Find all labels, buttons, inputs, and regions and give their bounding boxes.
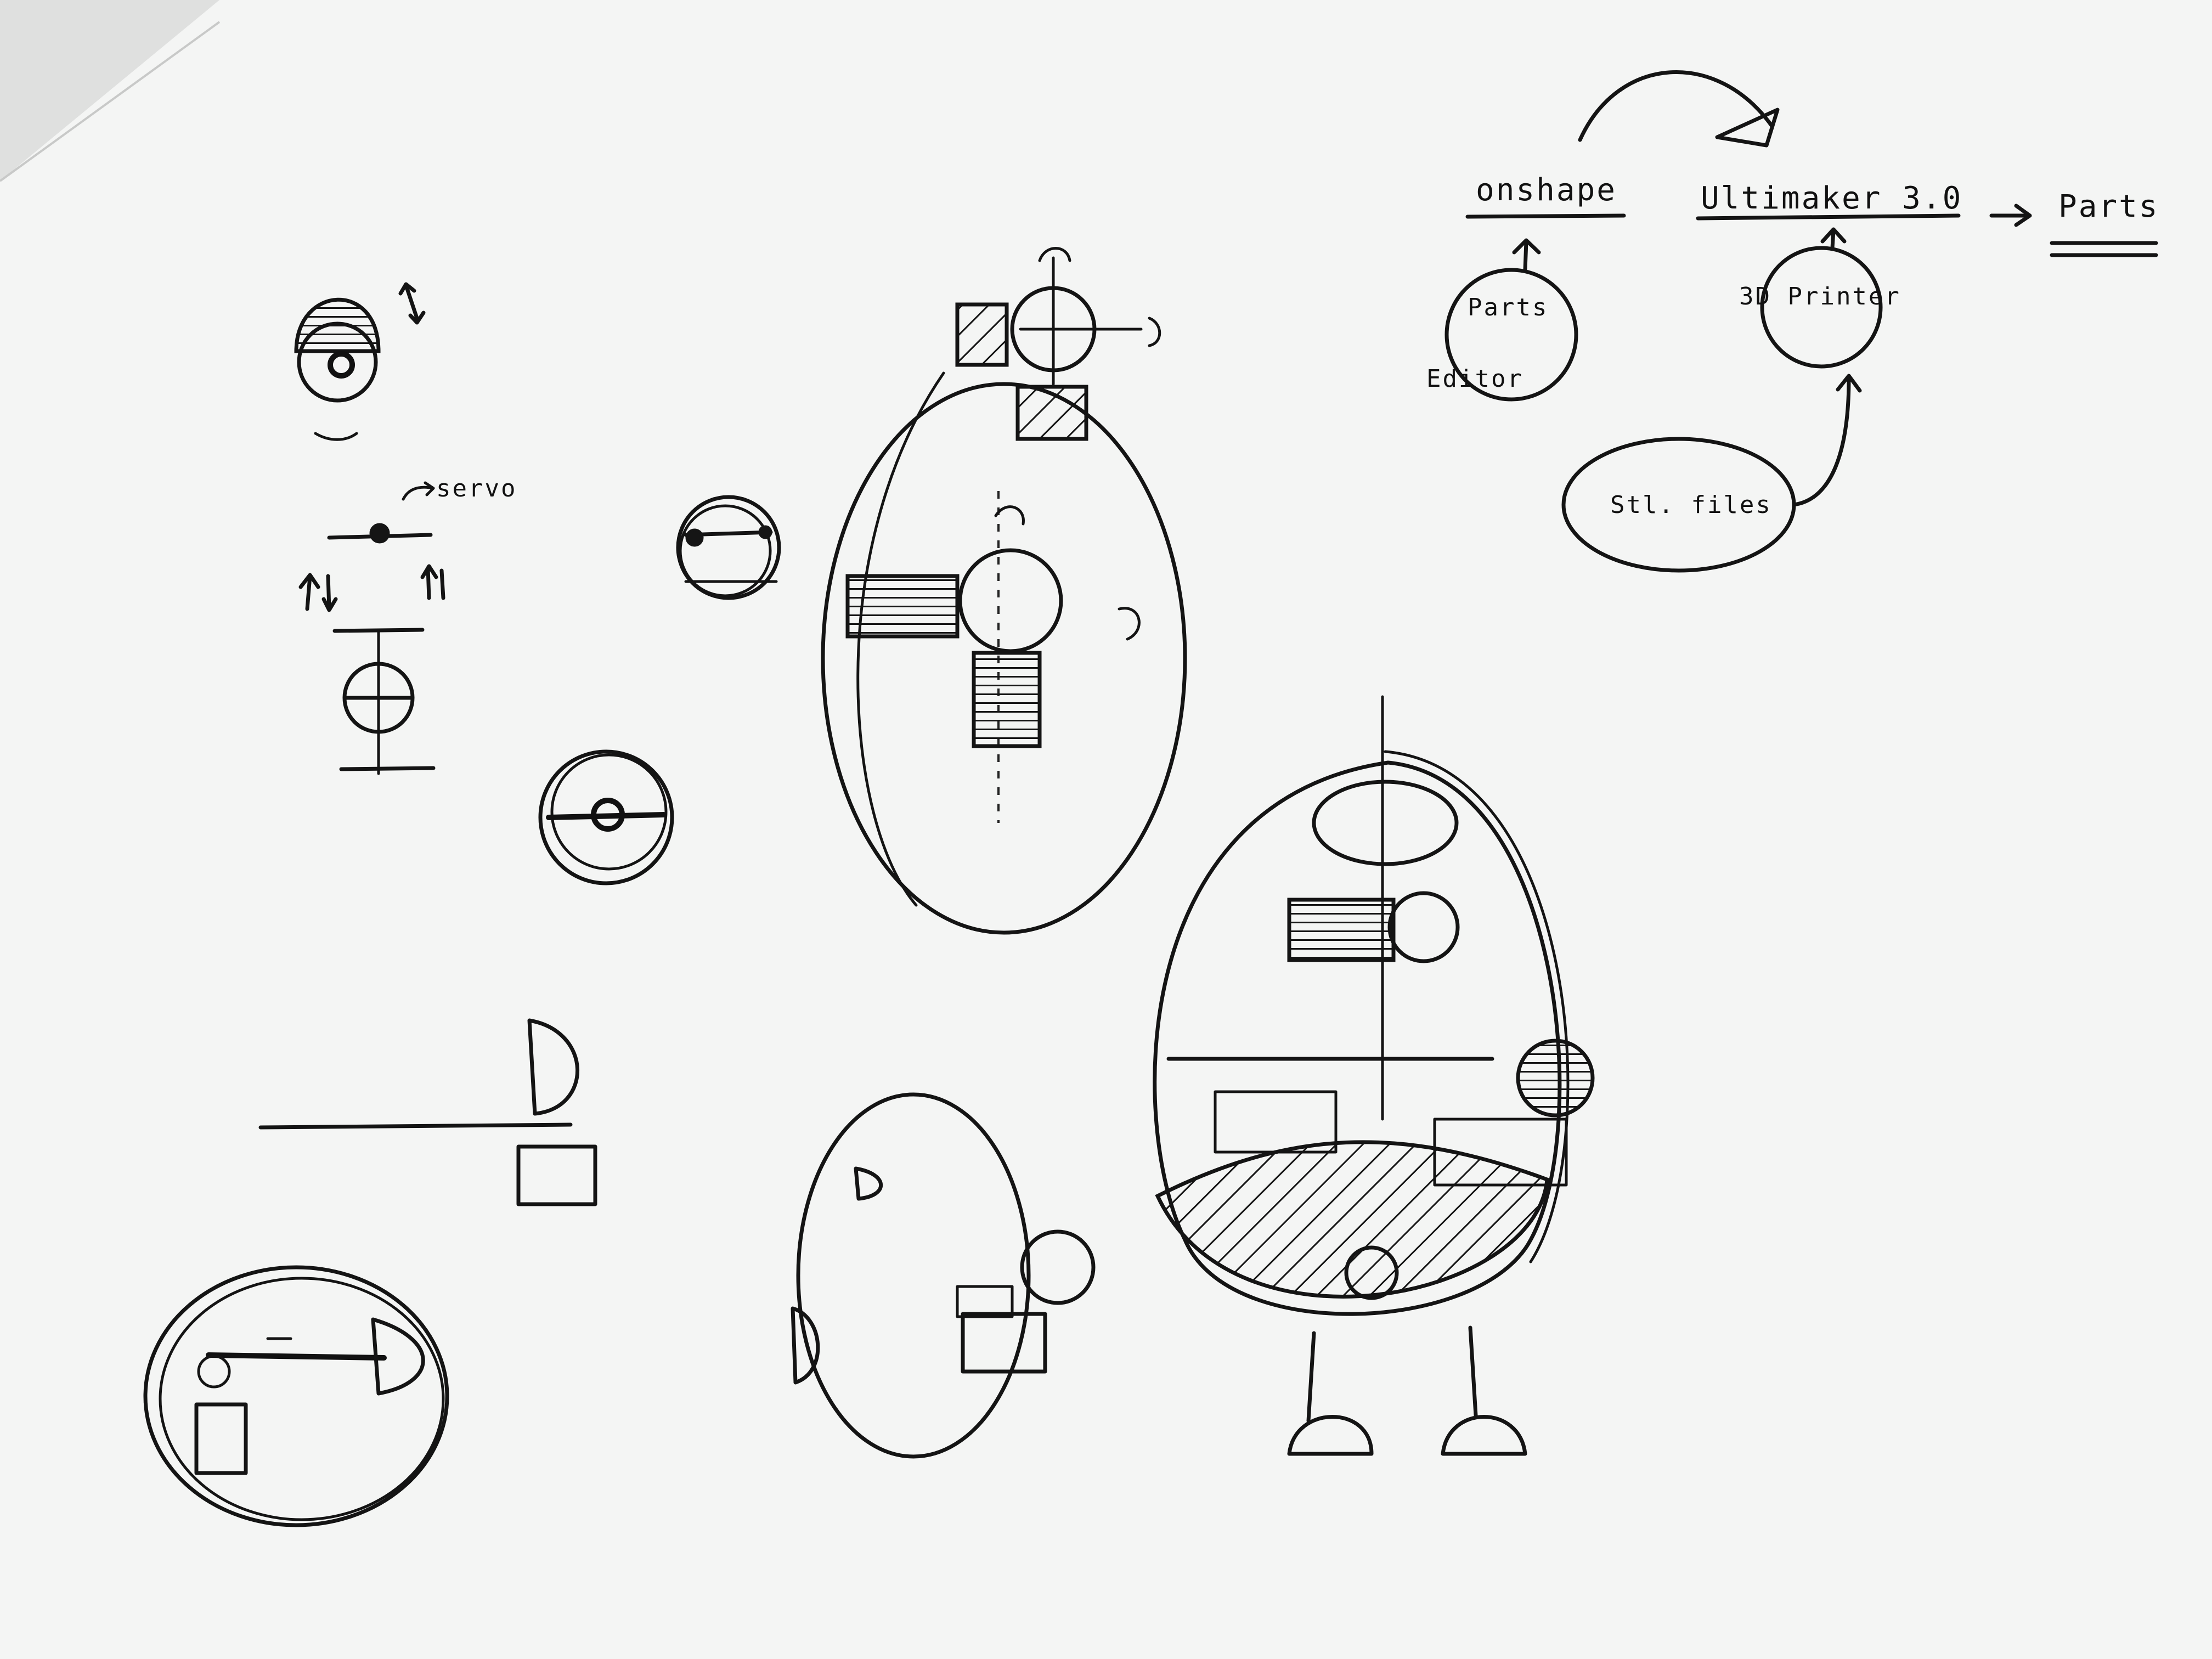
- parts-editor-label-1: Parts: [1468, 294, 1548, 321]
- eyeball-pin-left: [687, 530, 702, 545]
- onshape-label: onshape: [1476, 172, 1617, 208]
- center-left-block: [848, 576, 957, 636]
- stl-files-label: Stl. files: [1610, 491, 1772, 519]
- base-bar: [341, 768, 433, 769]
- servo-label: servo: [436, 475, 517, 503]
- creature-side-ball: [1518, 1041, 1593, 1115]
- block-left-top: [957, 304, 1007, 365]
- onshape-underline: [1468, 216, 1624, 217]
- d-base-line: [261, 1125, 571, 1127]
- eyeball-pin-right: [760, 527, 771, 538]
- ultimaker-underline: [1698, 216, 1959, 218]
- center-bottom-block: [974, 653, 1040, 746]
- ultimaker-label: Ultimaker 3.0: [1701, 180, 1962, 216]
- printer-label: 3D Printer: [1739, 283, 1901, 311]
- block-bottom-top: [1018, 387, 1086, 439]
- parts-editor-label-2: Editor: [1426, 365, 1523, 393]
- front-eye-rod: [549, 815, 664, 817]
- parts-output-label: Parts: [2058, 189, 2159, 224]
- horizontal-arm: [208, 1355, 384, 1358]
- servo-hub: [371, 524, 388, 542]
- creature-head-block: [1289, 900, 1393, 960]
